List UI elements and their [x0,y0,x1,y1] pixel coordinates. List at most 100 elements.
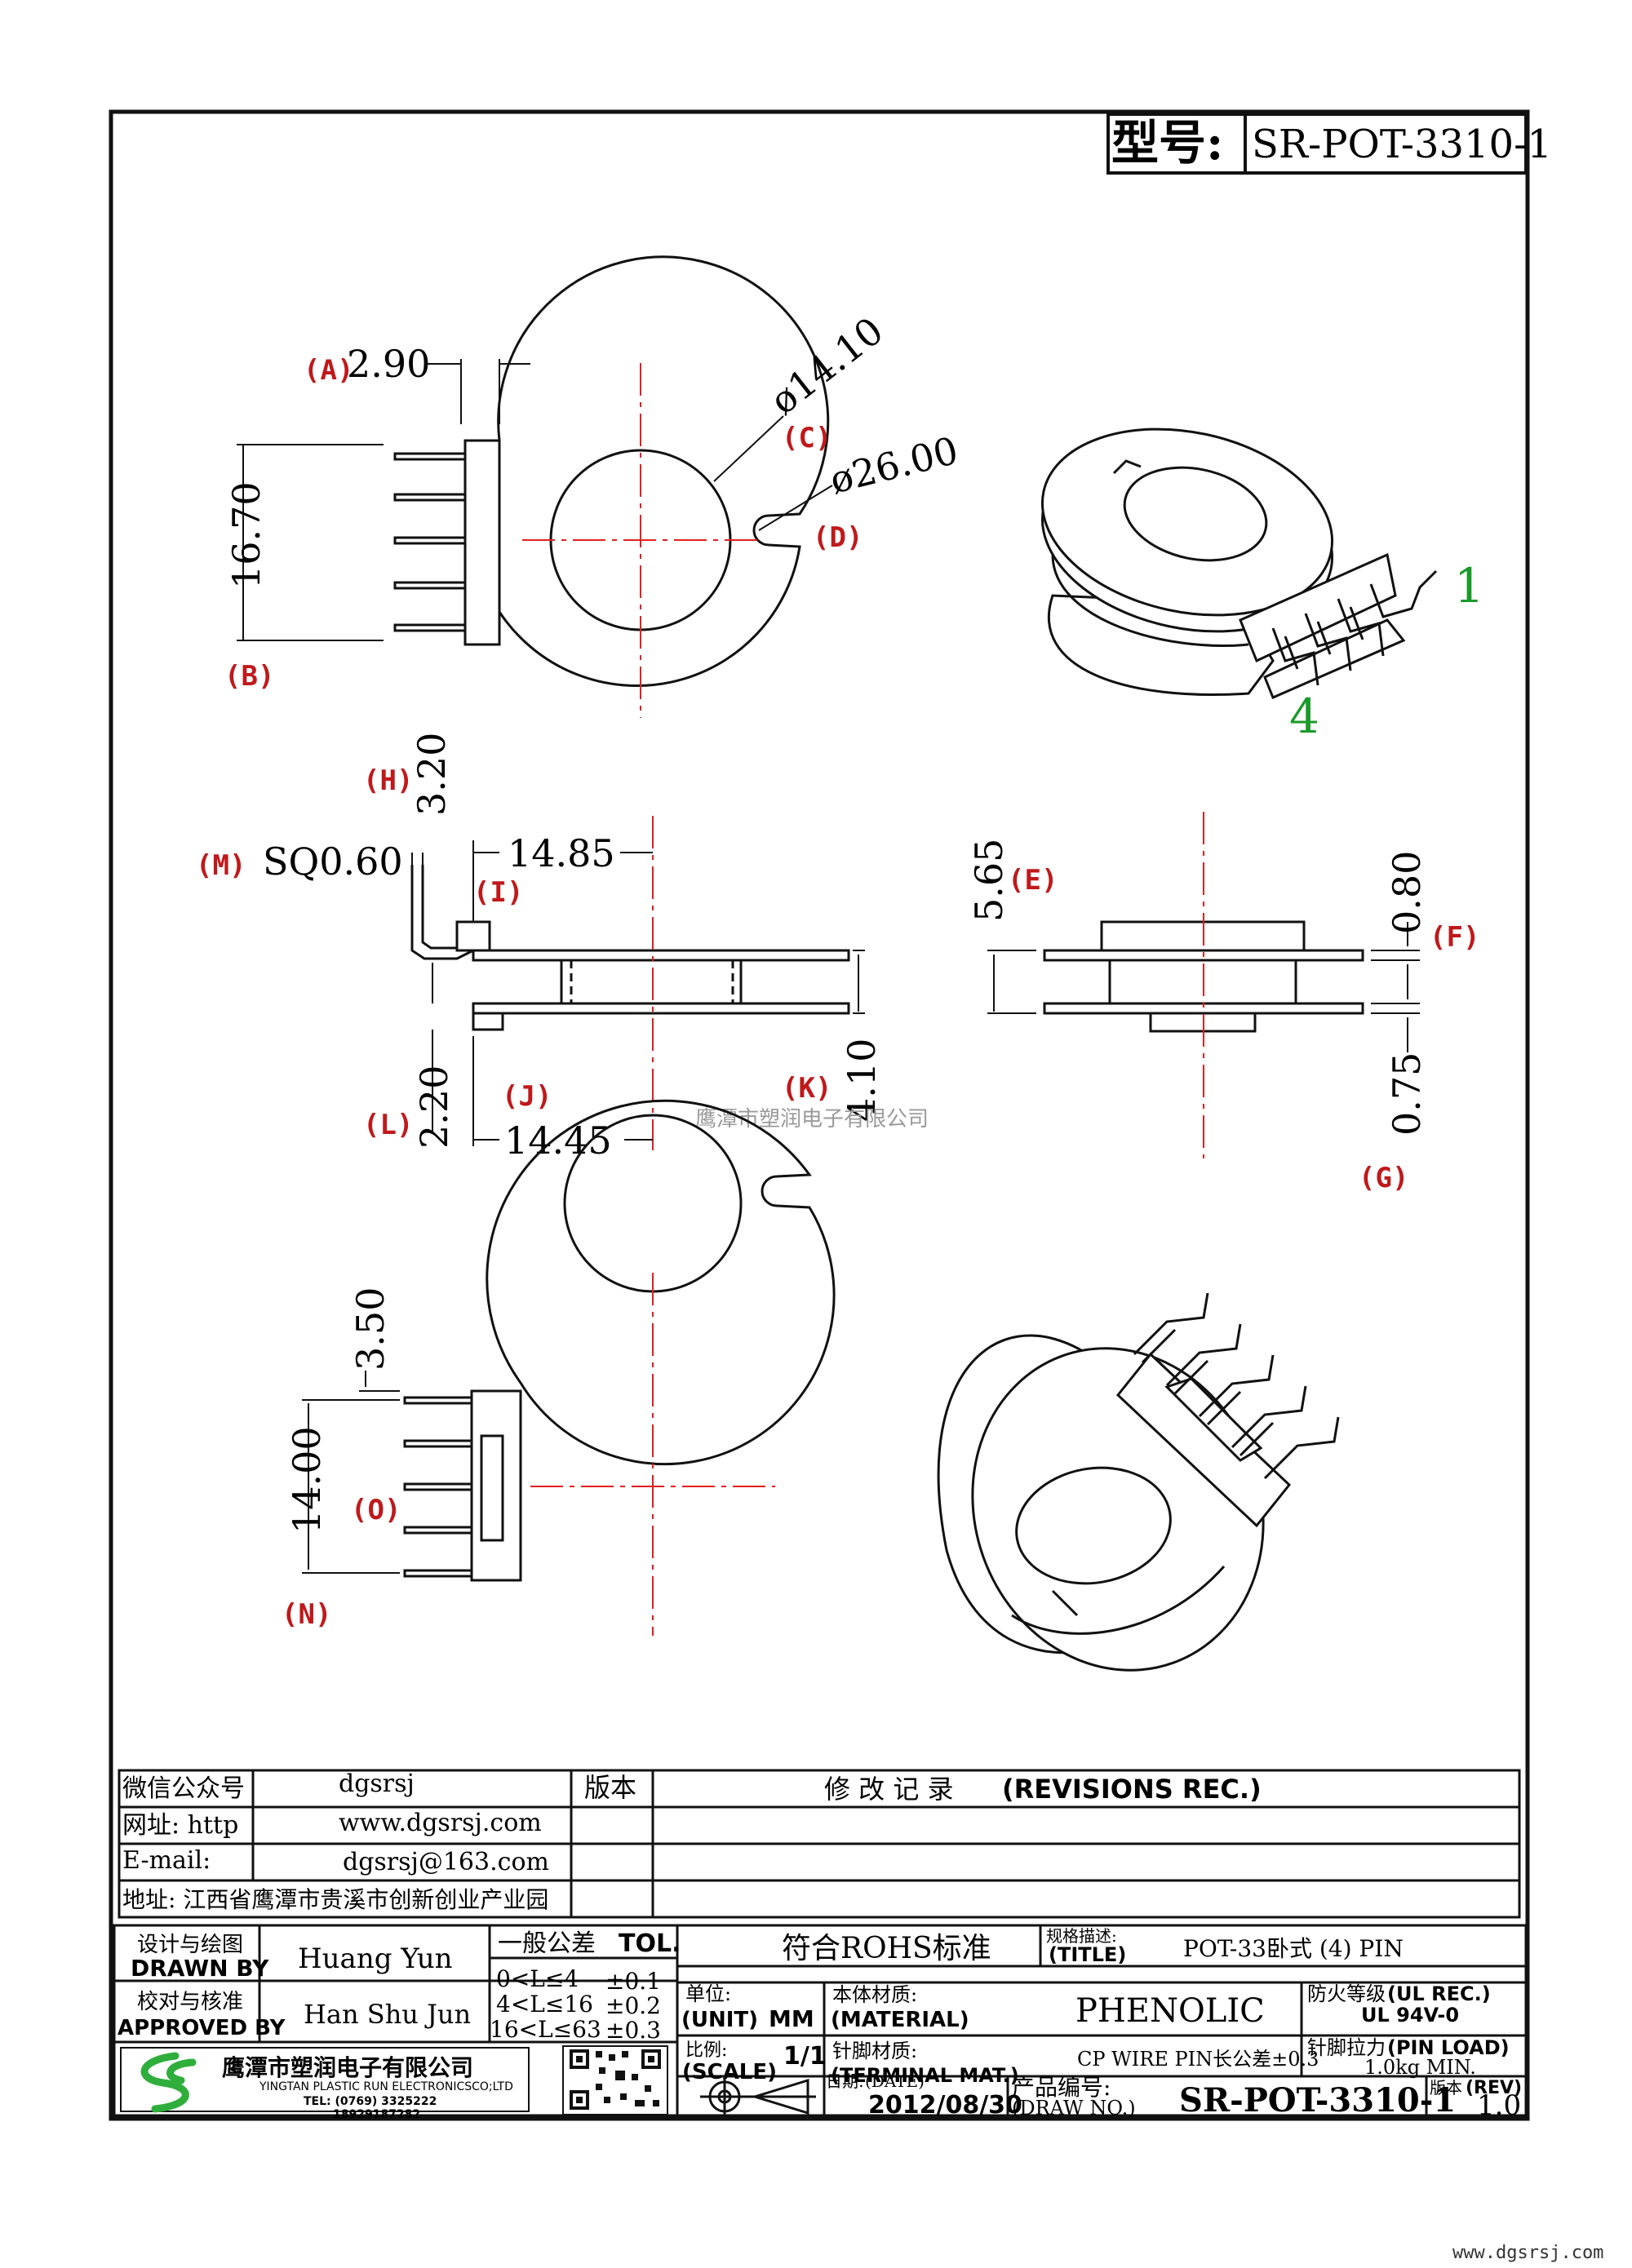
iso-view-top [1040,427,1438,699]
pin-load-value: 1.0kg MIN. [1364,2056,1476,2079]
side-view-dims [411,840,865,1146]
rev-en: (REV) [1466,2078,1522,2098]
fire-rating-en: (UL REC.) [1387,1982,1491,2005]
dim-m-value: SQ0.60 [263,839,403,884]
pin-load-cn: 针脚拉力 [1307,2036,1386,2059]
company-tel: TEL: (0769) 3325222 [304,2095,437,2108]
dim-e-letter: (E) [1008,864,1058,897]
rohs-statement: 符合ROHS标准 [782,1932,991,1965]
pin-number-1: 1 [1454,558,1484,614]
model-value: SR-POT-3310-1 [1252,122,1552,167]
dim-j-letter: (J) [502,1080,552,1113]
tol-value-3: ±0.3 [605,2017,661,2044]
drawno-cn: 产品编号: [1012,2074,1111,2101]
top-view [393,255,830,688]
dim-n-value: 14.00 [285,1426,329,1534]
tol-value-2: ±0.2 [605,1992,661,2019]
company-name-en: YINGTAN PLASTIC RUN ELECTRONICSCO;LTD [259,2080,513,2093]
approved-by-name: Han Shu Jun [304,1999,471,2030]
pin-number-4: 4 [1289,689,1319,744]
dim-d-value: ø26.00 [826,428,963,503]
drawn-by-name: Huang Yun [298,1942,453,1975]
unit-cn: 单位: [685,1982,731,2005]
terminal-value: CP WIRE PIN长公差±0.3 [1077,2048,1319,2071]
company-logo-icon [140,2052,197,2113]
dim-p-value: 3.50 [348,1287,392,1371]
dim-n-letter: (N) [282,1598,331,1631]
material-cn: 本体材质: [832,1983,917,2006]
company-block: 鹰潭市塑润电子有限公司 YINGTAN PLASTIC RUN ELECTRON… [120,2045,668,2121]
model-label: 型号: [1111,115,1223,171]
scale-cn: 比例: [685,2040,727,2061]
address: 地址: 江西省鹰潭市贵溪市创新创业产业园 [122,1886,548,1913]
footer-url: www.dgsrsj.com [1452,2243,1603,2263]
drawno-en: (DRAW NO.) [1012,2097,1136,2120]
watermark: 鹰潭市塑润电子有限公司 [695,1107,929,1132]
unit-en: (UNIT) [681,2008,758,2032]
date-value: 2012/08/30 [868,2091,1022,2120]
side-view [410,865,850,1031]
projection-symbol-icon [700,2076,816,2115]
email-value: dgsrsj@163.com [343,1848,549,1876]
dim-j-value: 14.45 [504,1118,612,1163]
revision-version-header: 版本 [584,1772,636,1803]
terminal-cn: 针脚材质: [832,2040,917,2062]
tol-range-1: 0<L≤4 [496,1965,579,1992]
dim-a-value: 2.90 [347,342,430,386]
spec-value: POT-33卧式 (4) PIN [1183,1935,1404,1962]
approved-by-cn: 校对与核准 [137,1990,243,2014]
dim-f-value: 0.80 [1385,851,1429,934]
fire-rating-cn: 防火等级 [1307,1982,1386,2005]
top-view-pins [393,452,467,632]
title-block-grid [113,1924,1528,2117]
company-mobile: 18929187282 [333,2108,420,2121]
top-view-centerlines [522,363,763,718]
web-label: 网址: http [122,1811,238,1840]
drawno-value: SR-POT-3310-1 [1179,2081,1456,2120]
dim-k-value: 4.10 [840,1039,884,1122]
dim-i-letter: (I) [473,876,523,909]
dim-b-value: 16.70 [224,481,268,589]
iso-bottom-pins [1133,1292,1340,1480]
qr-code-icon [562,2045,668,2115]
tol-cn: 一般公差 [498,1929,596,1958]
tol-value-1: ±0.1 [605,1968,661,1995]
dim-m-letter: (M) [196,849,246,882]
dim-h-letter: (H) [363,764,413,797]
iso-top-pins [1271,569,1438,686]
spec-cn: 规格描述: [1046,1926,1117,1946]
dim-b-letter: (B) [224,660,274,693]
dim-a-letter: (A) [304,354,353,387]
top-view-dims [237,359,833,641]
spec-en: (TITLE) [1049,1943,1126,1966]
dim-o-letter: (O) [351,1494,401,1526]
drawn-by-cn: 设计与绘图 [137,1933,243,1957]
company-name-cn: 鹰潭市塑润电子有限公司 [222,2054,473,2081]
wechat-value: dgsrsj [339,1770,415,1798]
revision-title-en: (REVISIONS REC.) [1002,1774,1262,1805]
wechat-label: 微信公众号 [122,1774,245,1803]
front-view-dims [987,922,1420,1052]
unit-value: MM [769,2005,814,2032]
rev-cn: 版本 [1430,2078,1462,2097]
model-box: 型号: SR-POT-3310-1 [1106,113,1552,175]
dim-c-letter: (C) [782,422,832,454]
bottom-view-dims [302,1371,400,1574]
tol-range-3: 16<L≤63 [490,2016,601,2043]
dim-i-value: 14.85 [508,831,615,875]
approved-by-en: APPROVED BY [118,2016,286,2040]
terminal-en: (TERMINAL MAT.) [831,2064,1019,2087]
revision-table [118,1769,1521,1919]
material-value: PHENOLIC [1075,1992,1265,2030]
dim-g-value: 0.75 [1385,1052,1429,1136]
dim-e-value: 5.65 [967,839,1011,922]
email-label: E-mail: [122,1846,211,1875]
dim-f-letter: (F) [1430,921,1479,954]
dim-g-letter: (G) [1359,1162,1408,1194]
dim-l-value: 2.20 [412,1065,456,1149]
iso-view-bottom [937,1292,1340,1672]
revision-title: 修 改 记 录 [824,1774,954,1805]
material-en: (MATERIAL) [831,2008,969,2032]
sheet-border [109,109,1530,2121]
